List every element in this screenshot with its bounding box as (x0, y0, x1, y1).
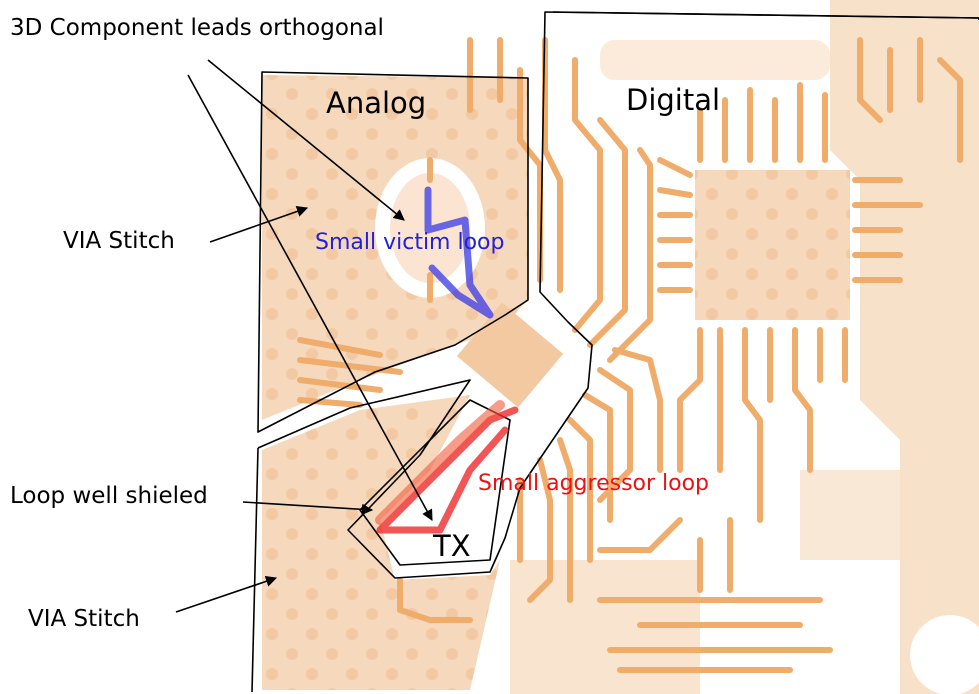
arrow-via-stitch-lower (175, 575, 278, 613)
aggressor-loop-label: Small aggressor loop (478, 471, 709, 496)
victim-loop (424, 186, 494, 319)
via-stitch-upper-label: VIA Stitch (63, 228, 175, 254)
arrow-orthogonal-1 (207, 59, 405, 221)
tx-outline (257, 11, 979, 579)
tx-loop-outline (359, 399, 511, 566)
analog-label: Analog (326, 86, 426, 120)
analog-outline (257, 71, 529, 433)
annotation-top-label: 3D Component leads orthogonal (10, 15, 384, 41)
victim-loop-label: Small victim loop (315, 230, 504, 255)
digital-traces (297, 37, 963, 673)
aggressor-loop-outer (375, 400, 505, 525)
via-stitch-lower-label: VIA Stitch (28, 606, 140, 632)
arrow-via-stitch-upper (209, 206, 309, 243)
digital-pads-row (600, 40, 830, 80)
tx-label: TX (432, 529, 471, 563)
digital-label: Digital (626, 83, 720, 117)
region-outlines (251, 11, 979, 693)
arrow-orthogonal-2 (187, 74, 433, 521)
digital-outline (552, 11, 979, 19)
tx-bottom-outline (251, 447, 259, 693)
arrow-loop-shielded (242, 501, 374, 515)
tx-copper-pour (262, 395, 500, 690)
loop-shielded-label: Loop well shieled (10, 483, 208, 509)
digital-copper-pour (510, 0, 979, 694)
annotation-arrows (175, 59, 433, 613)
